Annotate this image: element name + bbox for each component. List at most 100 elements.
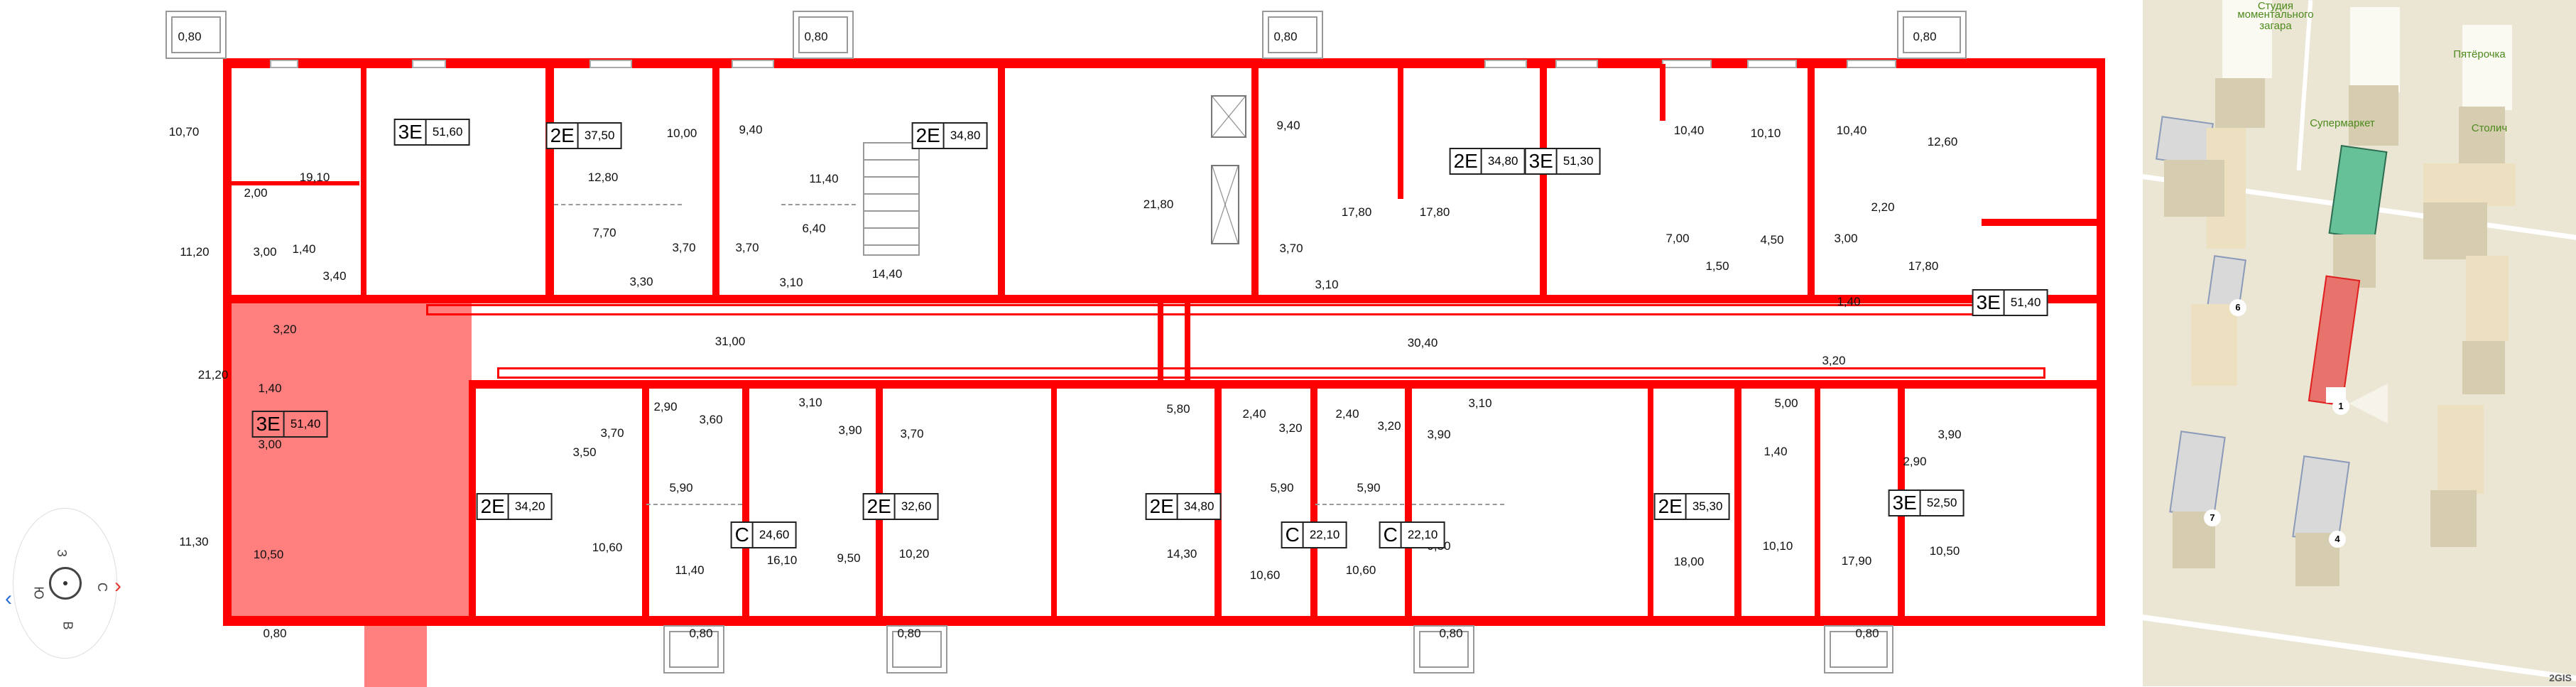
apartment-type: 3Е — [1526, 149, 1558, 173]
residential-building — [2423, 163, 2516, 206]
room-area-label: 2,00 — [244, 186, 268, 200]
balcony — [165, 11, 227, 59]
room-area-label: 10,50 — [1929, 544, 1960, 558]
building-number-1[interactable]: 1 — [2332, 398, 2349, 415]
apartment-type: 2Е — [1656, 494, 1687, 519]
gray-building — [2169, 431, 2226, 519]
room-area-label: 5,80 — [1166, 402, 1190, 416]
partition-wall — [998, 64, 1005, 295]
room-area-label: 10,60 — [592, 541, 623, 554]
view-cone — [2349, 384, 2388, 423]
map-poi-label[interactable]: загара — [2259, 20, 2292, 32]
room-area-label: 1,50 — [1705, 259, 1729, 273]
room-area-label: 0,80 — [1913, 30, 1937, 43]
room-area-label: 10,40 — [1836, 124, 1867, 137]
partition-wall — [545, 64, 554, 295]
partition-wall — [224, 181, 359, 185]
building — [2349, 85, 2398, 146]
room-area-label: 3,10 — [1315, 278, 1339, 291]
partition-wall — [361, 64, 366, 295]
room-area-label: 3,20 — [273, 323, 297, 336]
building-number-6[interactable]: 6 — [2229, 299, 2246, 316]
room-area-label: 0,80 — [1439, 627, 1463, 640]
room-area-label: 7,00 — [1665, 232, 1690, 245]
apartment-type: 2Е — [1147, 494, 1178, 519]
room-area-label: 0,80 — [804, 30, 828, 43]
window — [412, 60, 446, 68]
building-number-7[interactable]: 7 — [2204, 509, 2221, 526]
room-area-label: 12,60 — [1927, 135, 1958, 148]
rotate-left-button[interactable]: ‹ — [5, 587, 12, 610]
apartment-tag[interactable]: 2Е 34,80 — [1449, 148, 1526, 175]
compass-east-label: В — [60, 621, 75, 630]
balcony — [1262, 11, 1323, 59]
selected-apartment-balcony[interactable] — [364, 616, 427, 687]
partition-wall — [1660, 64, 1665, 121]
room-area-label: 9,40 — [739, 123, 763, 136]
map-poi-label[interactable]: Студия — [2257, 0, 2294, 12]
building-number-4[interactable]: 4 — [2329, 531, 2346, 548]
window — [1662, 60, 1712, 68]
map-poi-label[interactable]: Столич — [2471, 122, 2508, 134]
room-area-label: 3,30 — [629, 275, 653, 288]
apartment-area: 52,50 — [1926, 496, 1957, 509]
room-area-label: 3,20 — [1822, 354, 1846, 367]
apartment-type: С — [732, 523, 754, 547]
partition-wall — [1185, 298, 1190, 384]
room-area-label: 10,50 — [253, 548, 284, 561]
apartment-type: 3Е — [1974, 291, 2005, 315]
compass-north-label: С — [95, 583, 109, 592]
map-poi-label[interactable]: Супермаркет — [2310, 117, 2375, 129]
road — [2296, 0, 2313, 171]
highlight-building[interactable] — [2328, 145, 2388, 240]
room-area-label: 0,80 — [263, 627, 287, 640]
rotate-right-button[interactable]: › — [114, 574, 121, 597]
residential-building — [2438, 405, 2484, 494]
room-area-label: 4,50 — [1760, 233, 1784, 247]
room-area-label: 11,40 — [809, 172, 839, 185]
apartment-type: 2Е — [548, 124, 579, 148]
room-area-label: 5,90 — [1270, 481, 1294, 494]
map-poi-label[interactable]: Пятёрочка — [2453, 48, 2506, 60]
apartment-area: 34,80 — [1487, 154, 1518, 168]
apartment-type: 3Е — [396, 120, 427, 144]
residential-building — [2423, 202, 2487, 259]
room-area-label: 30,40 — [1407, 336, 1438, 350]
apartment-area: 34,20 — [514, 499, 545, 513]
room-area-label: 3,10 — [1468, 396, 1492, 410]
elevator-shaft — [1211, 165, 1239, 244]
room-area-label: 3,90 — [1427, 428, 1451, 441]
staircase — [863, 142, 920, 256]
map-poi-label[interactable]: моментального — [2237, 9, 2314, 21]
compass-dial-icon — [49, 567, 82, 600]
window — [270, 60, 298, 68]
room-area-label: 3,70 — [672, 241, 696, 254]
building — [2462, 25, 2512, 110]
room-area-label: 17,80 — [1341, 205, 1372, 219]
room-area-label: 10,20 — [898, 547, 930, 561]
room-area-label: 2,20 — [1871, 200, 1895, 214]
selected-apartment-highlight[interactable] — [223, 299, 472, 626]
balcony — [663, 625, 724, 674]
room-area-label: 3,50 — [572, 445, 597, 459]
compass[interactable]: С З Ю В ‹ › — [5, 508, 121, 659]
apartment-type: С — [1283, 523, 1304, 547]
room-area-label: 3,00 — [253, 245, 277, 259]
partition-wall — [1405, 384, 1412, 622]
apartment-type: 2Е — [1451, 149, 1482, 173]
